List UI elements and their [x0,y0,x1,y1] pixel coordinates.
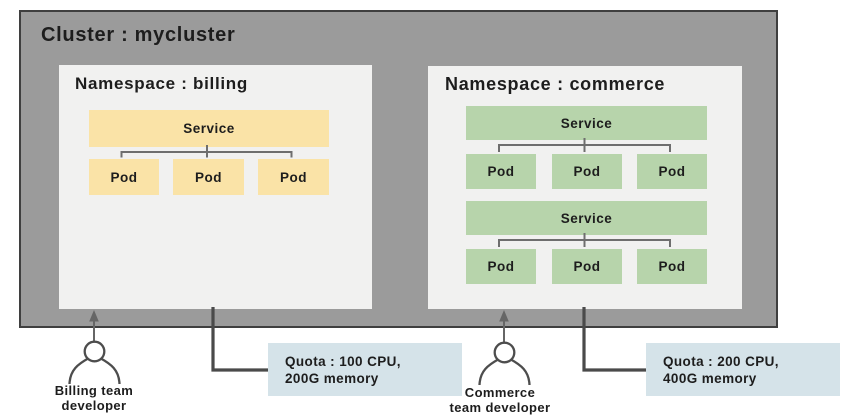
billing-pod-1: Pod [89,159,159,195]
billing-quota-line1: Quota : 100 CPU, [285,353,401,369]
commerce-service-1-pod-2: Pod [552,154,622,189]
namespace-commerce-box: Namespace : commerce Service Pod Pod Pod… [428,66,742,309]
billing-quota-line2: 200G memory [285,370,379,386]
cluster-title: Cluster : mycluster [41,24,236,46]
commerce-developer-label-line1: Commerce [464,385,536,400]
billing-developer-icon [68,340,121,384]
commerce-service-1-pod-1: Pod [466,154,536,189]
commerce-quota-box: Quota : 200 CPU, 400G memory [646,343,840,396]
commerce-service-2-pod-3: Pod [637,249,707,284]
billing-pod-2: Pod [173,159,244,195]
billing-developer-label-line2: developer [61,397,127,413]
namespace-billing-title: Namespace : billing [75,74,248,93]
commerce-developer-label: Commerce team developer [428,385,572,415]
namespace-billing-box: Namespace : billing Service Pod Pod Pod [59,65,372,309]
billing-developer-label: Billing team developer [22,383,166,413]
commerce-quota-line1: Quota : 200 CPU, [663,353,779,369]
commerce-service-2-box: Service [466,201,707,235]
commerce-developer-icon [478,341,531,385]
commerce-developer-label-line2: team developer [449,399,551,415]
namespace-commerce-title: Namespace : commerce [445,74,666,94]
billing-pod-3: Pod [258,159,329,195]
billing-service-box: Service [89,110,329,147]
cluster-box: Cluster : mycluster Namespace : billing … [19,10,778,328]
commerce-service-1-pod-3: Pod [637,154,707,189]
commerce-service-2-pod-1: Pod [466,249,536,284]
commerce-service-1-box: Service [466,106,707,140]
billing-quota-box: Quota : 100 CPU, 200G memory [268,343,462,396]
commerce-quota-line2: 400G memory [663,370,757,386]
commerce-service-2-pod-2: Pod [552,249,622,284]
billing-developer-label-line1: Billing team [54,383,134,398]
